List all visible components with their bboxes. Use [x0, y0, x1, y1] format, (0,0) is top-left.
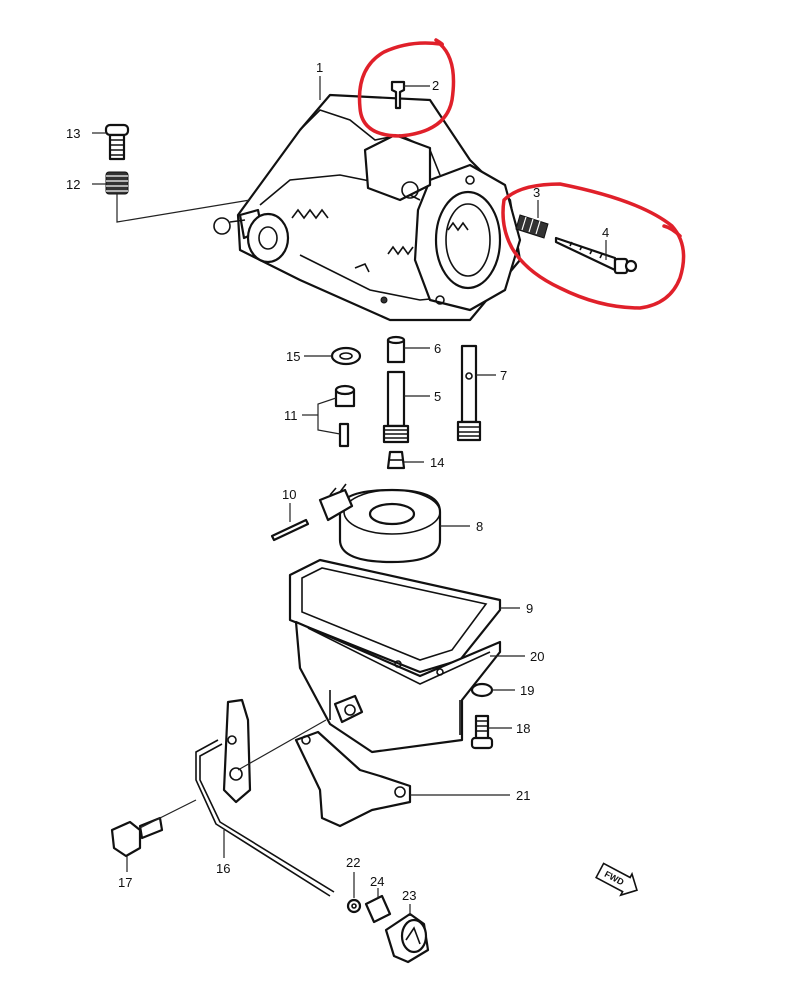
part-10-pin	[270, 503, 310, 542]
fwd-direction-icon: FWD	[595, 862, 638, 897]
callout-20: 20	[530, 649, 544, 664]
part-5-emulsion-tube	[382, 370, 430, 444]
part-19-washer	[470, 682, 515, 698]
part-8-float	[318, 483, 470, 564]
part-2-screw	[390, 80, 430, 110]
part-17-bolt	[110, 799, 197, 872]
part-21-bracket	[294, 730, 510, 828]
part-11-pilot-jet	[302, 384, 356, 448]
callout-23: 23	[402, 888, 416, 903]
callout-5: 5	[434, 389, 441, 404]
callout-1: 1	[316, 60, 323, 75]
callout-18: 18	[516, 721, 530, 736]
highlight-circle-parts-3-4	[501, 182, 686, 310]
carburetor-body	[213, 93, 522, 322]
part-18-drain-screw	[470, 714, 512, 750]
callout-22: 22	[346, 855, 360, 870]
part-3-spring	[515, 200, 549, 239]
callout-19: 19	[520, 683, 534, 698]
callout-11: 11	[284, 408, 298, 423]
callout-15: 15	[286, 349, 300, 364]
callout-7: 7	[500, 368, 507, 383]
part-6-jet	[386, 335, 430, 364]
callout-8: 8	[476, 519, 483, 534]
part-24-collar	[364, 888, 392, 924]
callout-14: 14	[430, 455, 444, 470]
highlight-circle-part-2	[357, 38, 456, 138]
part-4-needle	[554, 236, 638, 275]
callout-16: 16	[216, 861, 230, 876]
callout-3: 3	[533, 185, 540, 200]
part-15-washer	[304, 346, 362, 366]
part-12-spring	[92, 171, 251, 223]
part-20-float-bowl	[294, 620, 525, 754]
callout-13: 13	[66, 126, 80, 141]
part-23-knob	[384, 904, 430, 964]
callout-6: 6	[434, 341, 441, 356]
part-16-choke-rod	[195, 698, 335, 897]
part-7-tube	[456, 344, 496, 442]
callout-labels: 1 2 3 4 5 6 7 8 9 10 11 12 13 14 15 16 1…	[66, 60, 609, 903]
part-13-screw	[92, 123, 130, 161]
callout-10: 10	[282, 487, 296, 502]
part-14-plug	[386, 450, 424, 470]
callout-9: 9	[526, 601, 533, 616]
part-22-clip	[346, 872, 362, 914]
callout-4: 4	[602, 225, 609, 240]
callout-17: 17	[118, 875, 132, 890]
callout-21: 21	[516, 788, 530, 803]
callout-12: 12	[66, 177, 80, 192]
callout-24: 24	[370, 874, 384, 889]
callout-2: 2	[432, 78, 439, 93]
